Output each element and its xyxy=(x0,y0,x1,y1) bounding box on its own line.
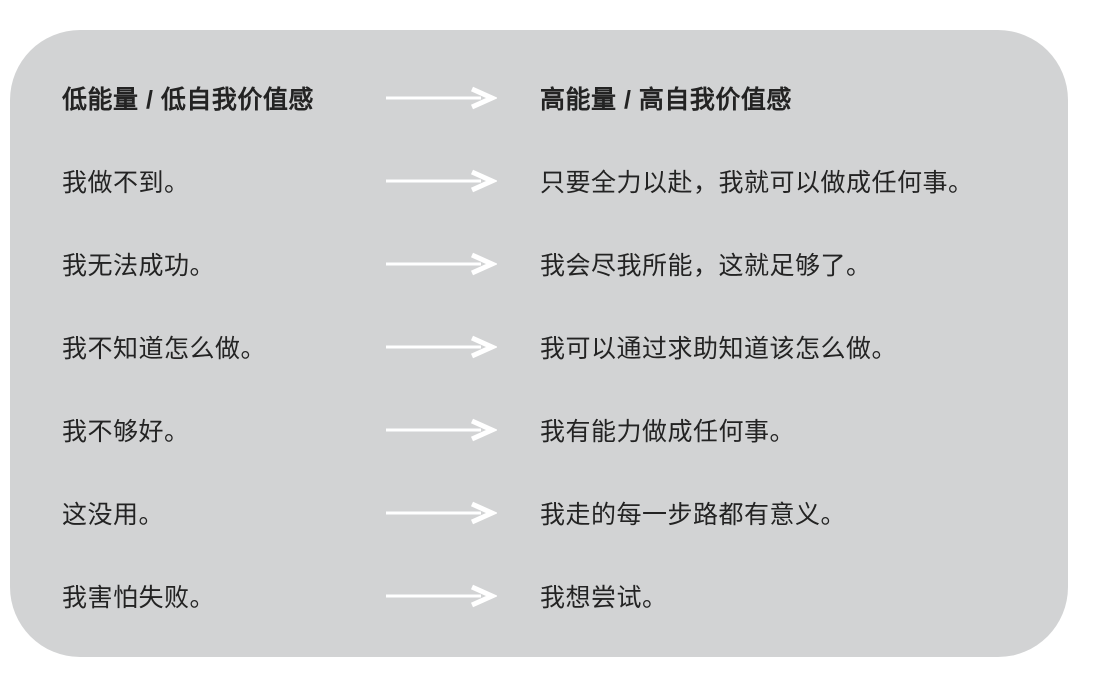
high-statement: 我会尽我所能，这就足够了。 xyxy=(540,251,872,280)
right-arrow-icon xyxy=(385,335,540,359)
transformation-panel: 低能量 / 低自我价值感 高能量 / 高自我价值感 我做不到。 只要全力以赴，我… xyxy=(10,30,1068,657)
low-statement: 我无法成功。 xyxy=(62,251,216,280)
low-statement: 这没用。 xyxy=(62,500,165,529)
statement-row: 我不够好。 我有能力做成任何事。 xyxy=(62,388,1038,471)
statement-row: 这没用。 我走的每一步路都有意义。 xyxy=(62,471,1038,554)
column-header-high: 高能量 / 高自我价值感 xyxy=(540,85,792,114)
column-header-row: 低能量 / 低自我价值感 高能量 / 高自我价值感 xyxy=(62,56,1038,139)
right-arrow-icon xyxy=(385,584,540,608)
column-header-low: 低能量 / 低自我价值感 xyxy=(62,85,314,114)
statement-row: 我无法成功。 我会尽我所能，这就足够了。 xyxy=(62,222,1038,305)
right-arrow-icon xyxy=(385,252,540,276)
low-statement: 我不够好。 xyxy=(62,417,190,446)
high-statement: 我可以通过求助知道该怎么做。 xyxy=(540,334,898,363)
right-arrow-icon xyxy=(385,501,540,525)
statement-row: 我不知道怎么做。 我可以通过求助知道该怎么做。 xyxy=(62,305,1038,388)
low-statement: 我害怕失败。 xyxy=(62,583,216,612)
statement-row: 我害怕失败。 我想尝试。 xyxy=(62,554,1038,637)
statement-row: 我做不到。 只要全力以赴，我就可以做成任何事。 xyxy=(62,139,1038,222)
high-statement: 我有能力做成任何事。 xyxy=(540,417,796,446)
high-statement: 只要全力以赴，我就可以做成任何事。 xyxy=(540,168,974,197)
right-arrow-icon xyxy=(385,418,540,442)
low-statement: 我不知道怎么做。 xyxy=(62,334,267,363)
right-arrow-icon xyxy=(385,169,540,193)
right-arrow-icon xyxy=(385,86,540,110)
high-statement: 我想尝试。 xyxy=(540,583,668,612)
low-statement: 我做不到。 xyxy=(62,168,190,197)
high-statement: 我走的每一步路都有意义。 xyxy=(540,500,847,529)
